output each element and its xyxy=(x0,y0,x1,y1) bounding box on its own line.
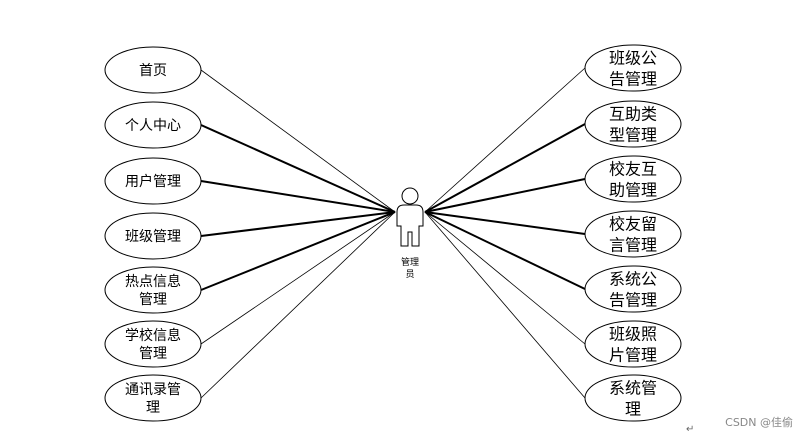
actor-head xyxy=(401,187,419,205)
right-use-case-2-label-line-1: 互助类 xyxy=(609,104,657,123)
left-association-3 xyxy=(200,180,396,213)
left-use-case-2-label-line-1: 个人中心 xyxy=(125,118,181,134)
right-association-2 xyxy=(424,123,586,213)
left-association-2 xyxy=(200,124,396,213)
left-use-case-1: 首页 xyxy=(104,46,202,94)
left-use-case-3-label-line-1: 用户管理 xyxy=(125,173,181,190)
csdn-watermark: CSDN @佳偷 xyxy=(725,416,793,429)
left-association-4 xyxy=(200,211,396,237)
right-association-5 xyxy=(424,211,586,290)
right-use-case-6-label-line-2: 片管理 xyxy=(609,345,657,364)
actor-label-line-1: 管理 xyxy=(401,256,419,268)
right-use-case-7-label-line-2: 理 xyxy=(625,399,641,418)
right-use-case-4-label-line-2: 言管理 xyxy=(609,235,657,254)
left-use-case-ellipse-5 xyxy=(104,266,202,314)
right-use-case-ellipse-2 xyxy=(584,100,682,148)
left-use-case-7-label-line-2: 理 xyxy=(146,400,160,416)
left-use-case-4: 班级管理 xyxy=(104,212,202,260)
left-use-case-2: 个人中心 xyxy=(104,101,202,149)
right-use-case-2-label-line-2: 型管理 xyxy=(609,125,657,144)
right-use-case-5-label-line-2: 告管理 xyxy=(609,290,657,309)
right-use-case-ellipse-4 xyxy=(584,210,682,258)
right-association-1 xyxy=(424,67,586,213)
left-use-case-5-label-line-1: 热点信息 xyxy=(125,273,181,290)
left-use-case-ellipse-1 xyxy=(104,46,202,94)
left-use-case-3: 用户管理 xyxy=(104,157,202,205)
left-use-case-ellipse-3 xyxy=(104,157,202,205)
left-use-case-6-label-line-2: 管理 xyxy=(139,346,167,362)
left-use-case-5-label-line-2: 管理 xyxy=(139,292,167,308)
right-use-case-3-label-line-1: 校友互 xyxy=(609,159,657,178)
right-use-case-3-label-line-2: 助管理 xyxy=(609,180,657,199)
left-association-6 xyxy=(200,211,396,345)
right-association-6 xyxy=(424,211,586,345)
admin-actor: 管理 员 xyxy=(396,187,424,280)
right-use-case-ellipse-1 xyxy=(584,44,682,92)
right-association-3 xyxy=(424,178,586,213)
left-use-case-6-label-line-1: 学校信息 xyxy=(125,327,181,344)
right-use-case-7-label-line-1: 系统管 xyxy=(609,378,657,397)
left-use-case-7-label-line-1: 通讯录管 xyxy=(125,382,181,398)
left-use-case-4-label-line-1: 班级管理 xyxy=(125,229,181,245)
association-lines xyxy=(200,67,586,399)
left-association-1 xyxy=(200,69,396,213)
actor-label-line-2: 员 xyxy=(405,269,414,280)
right-association-7 xyxy=(424,211,586,399)
right-use-case-ellipse-5 xyxy=(584,265,682,313)
left-use-case-ellipse-6 xyxy=(104,320,202,368)
right-use-case-1-label-line-2: 告管理 xyxy=(609,69,657,88)
right-use-case-ellipse-6 xyxy=(584,320,682,368)
right-association-4 xyxy=(424,211,586,235)
right-use-case-5-label-line-1: 系统公 xyxy=(609,269,657,288)
left-use-case-ellipse-4 xyxy=(104,212,202,260)
left-association-7 xyxy=(200,211,396,399)
right-use-case-ellipse-7 xyxy=(584,374,682,422)
right-use-case-6-label-line-1: 班级照 xyxy=(609,324,657,343)
right-use-case-1-label-line-1: 班级公 xyxy=(609,48,657,67)
actor-body xyxy=(396,204,424,247)
right-use-case-4-label-line-1: 校友留 xyxy=(609,214,657,233)
left-use-case-1-label-line-1: 首页 xyxy=(139,63,167,79)
left-use-case-ellipse-7 xyxy=(104,374,202,422)
left-association-5 xyxy=(200,211,396,291)
right-use-case-ellipse-3 xyxy=(584,155,682,203)
paragraph-mark: ↵ xyxy=(686,424,695,435)
left-use-case-ellipse-2 xyxy=(104,101,202,149)
